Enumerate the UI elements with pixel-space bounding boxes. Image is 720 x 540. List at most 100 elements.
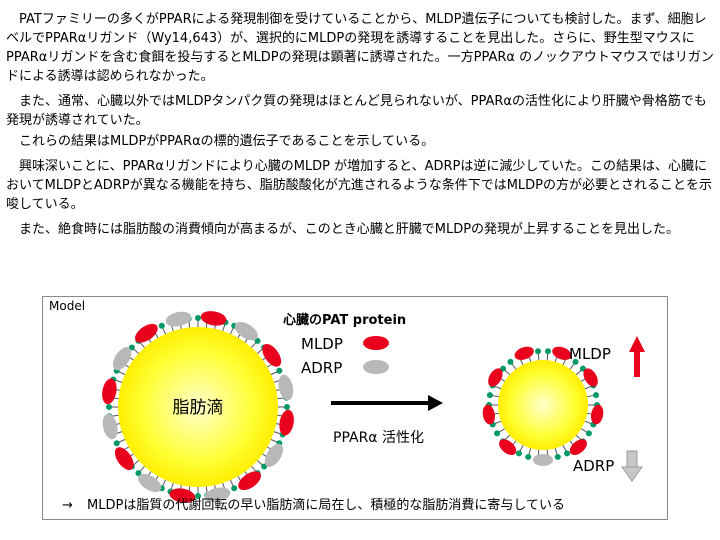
legend-mldp-label: MLDP <box>301 335 343 353</box>
phospholipid-tail <box>575 369 582 376</box>
mldp-increase: MLDP <box>569 336 645 377</box>
phospholipid-tail <box>133 459 140 466</box>
conclusion: → MLDPは脂質の代謝回転の早い脂肪滴に局在し、積極的な脂肪消費に寄与している <box>62 494 565 513</box>
phospholipid-tail <box>276 397 285 400</box>
mldp-protein <box>102 378 117 405</box>
phospholipid-tail <box>494 420 503 425</box>
conclusion-text: MLDPは脂質の代謝回転の早い脂肪滴に局在し、積極的な脂肪消費に寄与している <box>87 498 565 513</box>
mldp-protein <box>552 346 572 360</box>
mldp-protein <box>262 343 282 367</box>
model-svg: 脂肪滴 MLDP ADRP PPARα 活性化 <box>102 311 645 503</box>
adrp-protein <box>264 443 284 467</box>
phospholipid-tail <box>546 353 549 362</box>
phospholipid-tail <box>139 342 146 349</box>
phospholipid-tail <box>569 363 575 371</box>
phospholipid-head <box>195 493 201 499</box>
conclusion-arrow-icon: → <box>62 498 73 513</box>
phospholipid-head <box>276 367 283 374</box>
phospholipid-tail <box>221 324 226 333</box>
phospholipid-tail <box>133 348 140 355</box>
legend-adrp-label: ADRP <box>301 359 342 377</box>
phospholipid-tail <box>118 438 127 443</box>
adrp-protein <box>533 454 553 466</box>
small-droplet-proteins <box>482 346 604 466</box>
phospholipid-head <box>554 453 561 460</box>
adrp-protein <box>278 374 294 401</box>
phospholipid-head <box>106 404 112 410</box>
phospholipid-head <box>535 348 542 355</box>
phospholipid-tail <box>272 430 281 435</box>
mldp-protein <box>169 488 196 503</box>
phospholipid-head <box>254 337 261 344</box>
phospholipid-tail <box>562 444 567 452</box>
phospholipid-head <box>113 440 120 447</box>
phospholipid-tail <box>162 327 167 336</box>
phospholipid-head <box>135 470 142 477</box>
large-droplet-proteins <box>102 311 294 503</box>
phospholipid-tail <box>498 427 506 433</box>
result-adrp-label: ADRP <box>573 457 614 475</box>
mldp-protein <box>482 404 495 425</box>
mldp-protein <box>499 439 517 456</box>
mldp-protein <box>569 439 587 456</box>
phospholipid-tail <box>519 444 524 452</box>
phospholipid-tail <box>269 438 278 443</box>
adrp-protein <box>112 347 132 371</box>
phospholipid-tail <box>580 427 588 433</box>
paragraph-1: PATファミリーの多くがPPARによる発現制御を受けていることから、MLDP遺伝… <box>6 12 714 84</box>
activation-arrow: PPARα 活性化 <box>331 395 443 446</box>
paragraph-5: また、絶食時には脂肪酸の消費傾向が高まるが、このとき心臓と肝臓でMLDPの発現が… <box>19 222 680 237</box>
adrp-protein <box>102 413 118 440</box>
large-lipid-droplet: 脂肪滴 <box>102 311 294 503</box>
phospholipid-head <box>593 392 600 399</box>
paragraph-4: 興味深いことに、PPARαリガンドにより心臓のMLDP が増加すると、ADRPは… <box>6 159 713 212</box>
mldp-protein <box>514 346 534 360</box>
phospholipid-head <box>284 404 290 410</box>
phospholipid-head <box>128 344 135 351</box>
phospholipid-tail <box>229 327 234 336</box>
phospholipid-tail <box>528 447 532 456</box>
down-arrow-icon <box>621 450 643 482</box>
model-title: 心臓のPAT protein <box>283 313 407 328</box>
mldp-protein <box>200 311 227 326</box>
mldp-protein <box>279 409 294 436</box>
phospholipid-tail <box>575 434 582 441</box>
phospholipid-tail <box>586 394 595 398</box>
small-droplet-core <box>498 360 588 450</box>
phospholipid-head <box>564 450 571 457</box>
phospholipid-tail <box>537 353 540 362</box>
phospholipid-head <box>261 463 268 470</box>
phospholipid-head <box>515 450 522 457</box>
phospholipid-tail <box>188 320 191 329</box>
phospholipid-tail <box>504 369 511 376</box>
phospholipid-tail <box>115 379 124 384</box>
phospholipid-head <box>195 315 201 321</box>
adrp-protein <box>234 321 258 341</box>
model-label: Model <box>49 299 86 313</box>
phospholipid-head <box>544 348 551 355</box>
phospholipid-head <box>494 430 501 437</box>
phospholipid-head <box>158 322 165 329</box>
phospholipid-head <box>572 358 579 365</box>
paragraph-3: これらの結果はMLDPがPPARαの標的遺伝子であることを示している。 <box>19 134 435 149</box>
phospholipid-tail <box>205 485 208 494</box>
mldp-protein <box>488 368 503 387</box>
adrp-protein <box>165 311 192 327</box>
phospholipid-head <box>486 392 493 399</box>
phospholipid-tail <box>229 478 234 487</box>
phospholipid-tail <box>554 447 558 456</box>
phospholipid-head <box>231 485 238 492</box>
phospholipid-tail <box>583 385 592 390</box>
phospholipid-tail <box>494 385 503 390</box>
mldp-protein <box>134 323 158 343</box>
mldp-protein <box>591 404 604 425</box>
body-text: PATファミリーの多くがPPARによる発現制御を受けていることから、MLDP遺伝… <box>6 10 714 245</box>
mldp-protein <box>583 368 598 387</box>
phospholipid-tail <box>256 459 263 466</box>
adrp-decrease: ADRP <box>573 450 643 482</box>
phospholipid-tail <box>511 363 517 371</box>
phospholipid-head <box>585 430 592 437</box>
phospholipid-tail <box>504 434 511 441</box>
phospholipid-tail <box>269 371 278 376</box>
phospholipid-tail <box>170 481 175 490</box>
